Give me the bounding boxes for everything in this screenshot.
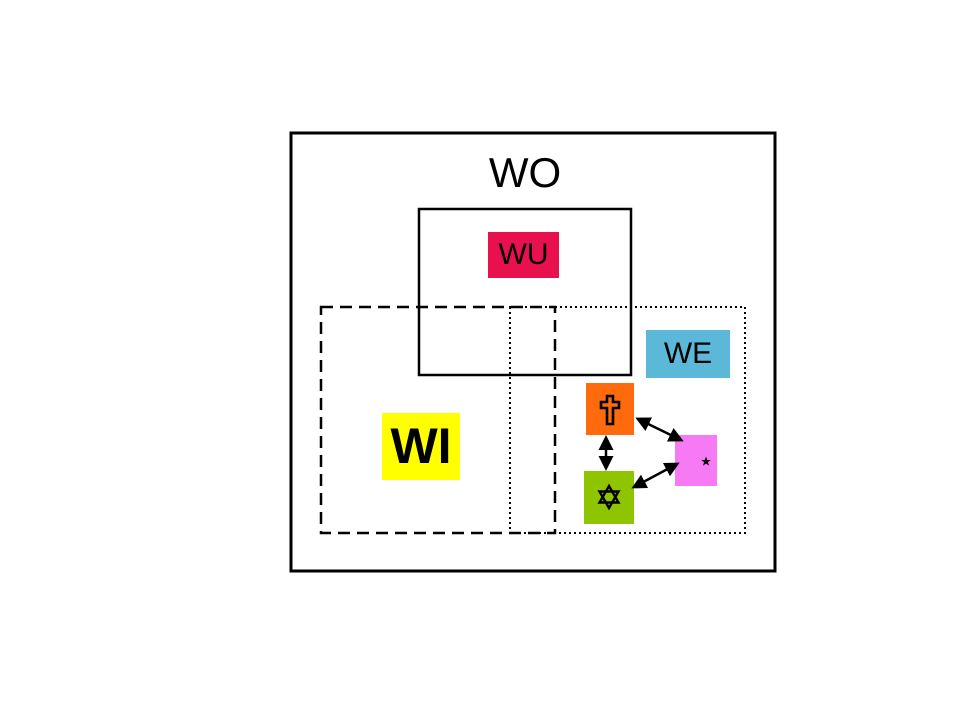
right-label: WE xyxy=(663,337,713,370)
latin-cross-icon xyxy=(586,383,634,435)
left-label: WI xyxy=(390,418,452,474)
left-dashed-frame xyxy=(319,305,557,535)
outer-label: WO xyxy=(488,149,562,196)
left-tile xyxy=(382,413,460,480)
upper-frame xyxy=(417,207,633,377)
right-tile xyxy=(646,330,730,378)
arrow-cross-crescent xyxy=(635,417,684,442)
crescent-star-icon xyxy=(675,435,717,486)
arrow-star-crescent xyxy=(631,462,680,489)
outer-frame xyxy=(289,131,777,573)
star-of-david-icon xyxy=(584,471,634,524)
upper-label: WU xyxy=(498,238,549,271)
cross-tile xyxy=(586,383,634,435)
star-tile xyxy=(584,471,634,524)
upper-tile xyxy=(488,232,559,278)
